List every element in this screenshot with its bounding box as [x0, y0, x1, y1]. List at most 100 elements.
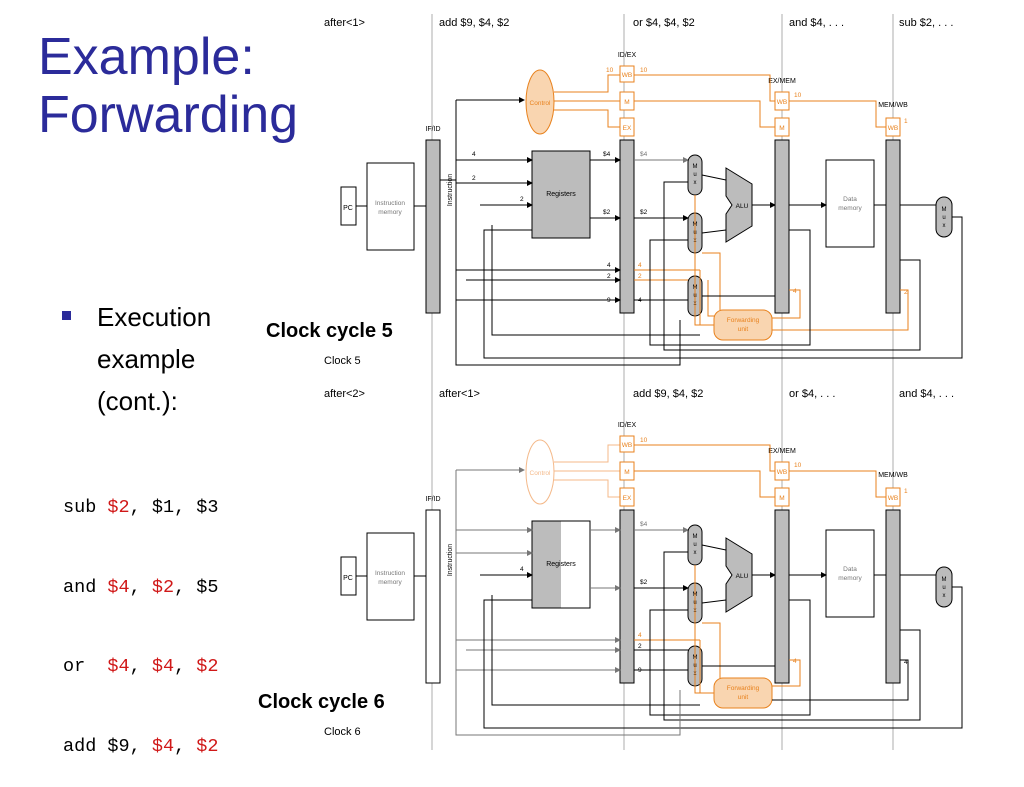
bottom-stage-label-ex: add $9, $4, $2	[633, 388, 704, 400]
code-line-sub: sub $2, $1, $3	[63, 497, 219, 518]
bullet-square-icon	[62, 311, 71, 320]
svg-text:$2: $2	[603, 209, 611, 216]
bullet-line-1: Execution	[97, 302, 212, 332]
top-stage-label-id: add $9, $4, $2	[439, 17, 510, 29]
svg-text:2: 2	[520, 196, 524, 203]
bottom-mem-wb-label: MEM/WB	[878, 472, 908, 479]
svg-text:ALU: ALU	[736, 573, 749, 580]
top-mem-wb-label: MEM/WB	[878, 102, 908, 109]
bottom-if-id-register	[425, 509, 441, 684]
top-ex-mem-label: EX/MEM	[768, 78, 796, 85]
top-stage-label-if: after<1>	[324, 17, 365, 29]
svg-text:WB: WB	[622, 442, 632, 449]
svg-text:memory: memory	[838, 205, 862, 212]
svg-text:ALU: ALU	[736, 203, 749, 210]
svg-text:$4: $4	[640, 151, 648, 158]
bottom-id-ex-register	[619, 509, 635, 684]
bottom-stage-label-if: after<2>	[324, 388, 365, 400]
title-line-1: Example:	[38, 28, 255, 86]
top-imem-text-1: Instruction	[375, 200, 405, 207]
bottom-data-memory	[825, 529, 875, 618]
svg-text:$2: $2	[640, 579, 648, 586]
top-id-ex-label: ID/EX	[618, 52, 637, 59]
svg-text:unit: unit	[738, 694, 749, 701]
top-mem-wb-register	[885, 139, 901, 314]
svg-text:10: 10	[640, 67, 648, 74]
svg-text:Data: Data	[843, 196, 857, 203]
svg-text:x: x	[694, 550, 697, 556]
svg-text:4: 4	[638, 297, 642, 304]
top-instruction-text: Instruction	[447, 174, 454, 206]
top-register-file	[531, 150, 591, 239]
bottom-forwarding-unit	[713, 677, 773, 709]
bottom-id-ex-label: ID/EX	[618, 422, 637, 429]
svg-text:9: 9	[638, 667, 642, 674]
svg-text:Instruction: Instruction	[447, 544, 454, 576]
top-ex-mem-register	[774, 139, 790, 314]
bottom-id-ex-wb	[619, 435, 635, 453]
clock-cycle-6-label: Clock cycle 6	[258, 691, 385, 713]
code-line-add: add $9, $4, $2	[63, 735, 219, 757]
top-diagram: PC Instruction memory IF/ID Instruction …	[340, 52, 963, 366]
bottom-diagram: PC Instruction memory IF/ID Instruction …	[340, 422, 963, 736]
svg-text:unit: unit	[738, 326, 749, 333]
svg-text:WB: WB	[777, 469, 787, 476]
svg-text:M: M	[942, 577, 947, 583]
bottom-instruction-memory	[366, 532, 415, 621]
svg-text:$2: $2	[640, 209, 648, 216]
bottom-stage-label-wb: and $4, . . .	[899, 388, 955, 400]
svg-text:1: 1	[904, 118, 908, 125]
svg-text:M: M	[624, 99, 629, 106]
bottom-control-unit	[525, 439, 555, 505]
svg-text:u: u	[942, 585, 945, 591]
slide-title: Example: Forwarding	[38, 28, 338, 144]
svg-text:WB: WB	[622, 72, 632, 79]
svg-text:4: 4	[638, 632, 642, 639]
svg-text:9: 9	[607, 297, 611, 304]
svg-text:M: M	[942, 207, 947, 213]
svg-text:M: M	[693, 164, 698, 170]
svg-text:Forwarding: Forwarding	[727, 317, 760, 324]
svg-text:u: u	[942, 215, 945, 221]
svg-text:2: 2	[638, 273, 642, 280]
svg-text:10: 10	[640, 437, 648, 444]
svg-text:4: 4	[904, 659, 908, 666]
svg-text:10: 10	[606, 67, 614, 74]
svg-text:WB: WB	[888, 495, 898, 502]
code-listing: sub $2, $1, $3 and $4, $2, $5 or $4, $4,…	[63, 442, 219, 787]
svg-text:2: 2	[607, 273, 611, 280]
svg-text:x: x	[943, 223, 946, 229]
svg-text:4: 4	[793, 288, 797, 295]
svg-text:Forwarding: Forwarding	[727, 685, 760, 692]
svg-text:memory: memory	[378, 579, 402, 586]
bottom-if-id-label: IF/ID	[425, 496, 440, 503]
bottom-ex-mem-label: EX/MEM	[768, 448, 796, 455]
bottom-ex-mem-register	[774, 509, 790, 684]
top-forwarding-unit	[713, 309, 773, 341]
top-id-ex-register	[619, 139, 635, 314]
svg-text:4: 4	[520, 566, 524, 573]
bullet-line-2: example	[97, 344, 196, 374]
code-line-or: or $4, $4, $2	[63, 656, 219, 677]
svg-text:4: 4	[638, 262, 642, 269]
svg-text:PC: PC	[343, 575, 353, 582]
pipeline-diagrams-svg: PC Instruction memory IF/ID Instruction …	[340, 14, 963, 750]
code-line-and: and $4, $2, $5	[63, 576, 219, 598]
svg-text:Data: Data	[843, 566, 857, 573]
top-id-ex-wb	[619, 65, 635, 83]
svg-text:M: M	[693, 534, 698, 540]
top-if-id-register	[425, 139, 441, 314]
bottom-alu	[725, 537, 753, 613]
top-alu	[725, 167, 753, 243]
bottom-stage-label-mem: or $4, . . .	[789, 388, 836, 400]
svg-text:4: 4	[793, 658, 797, 665]
bottom-mem-wb-register	[885, 509, 901, 684]
top-registers-text: Registers	[546, 191, 576, 198]
top-control-text: Control	[530, 100, 552, 107]
svg-text:Control: Control	[530, 470, 552, 477]
svg-text:x: x	[694, 180, 697, 186]
svg-text:WB: WB	[777, 99, 787, 106]
top-if-id-label: IF/ID	[425, 126, 440, 133]
top-stage-label-mem: and $4, . . .	[789, 17, 845, 29]
svg-text:2: 2	[904, 289, 908, 296]
